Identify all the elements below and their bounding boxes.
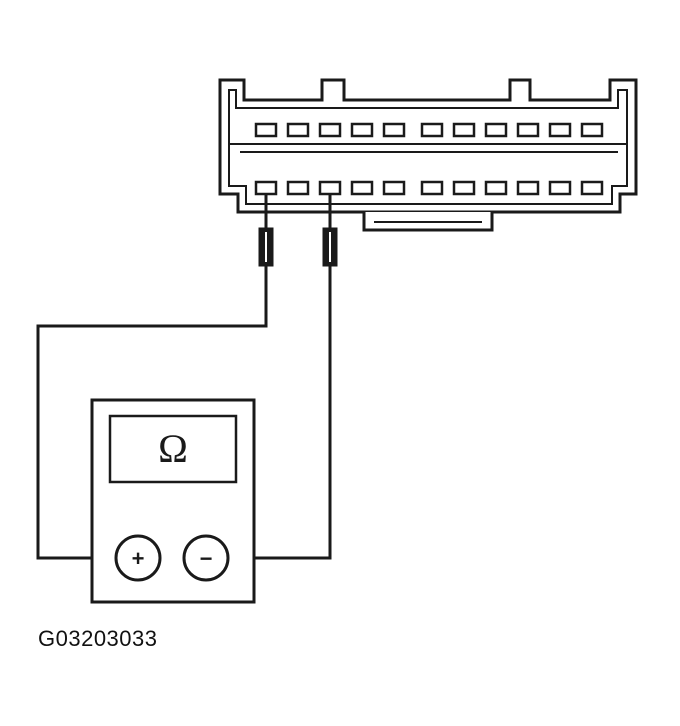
terminal-cavity <box>254 122 278 138</box>
negative-terminal-label: − <box>200 546 213 571</box>
terminal-cavity <box>350 180 374 196</box>
terminal-cavity <box>548 180 572 196</box>
wire-positive <box>36 266 268 560</box>
terminal-cavity <box>254 180 278 196</box>
terminal-cavity <box>382 180 406 196</box>
negative-terminal[interactable] <box>182 534 230 582</box>
terminal-cavity <box>382 122 406 138</box>
terminal-cavity <box>420 180 444 196</box>
bottom-row-cavities <box>254 180 604 196</box>
terminal-cavity <box>452 122 476 138</box>
positive-terminal-label: + <box>132 546 145 571</box>
terminal-cavity <box>516 122 540 138</box>
terminal-cavity <box>516 180 540 196</box>
meter-display <box>108 414 238 484</box>
connector-inner-outline <box>228 89 628 205</box>
terminal-cavity <box>452 180 476 196</box>
terminal-cavity <box>484 180 508 196</box>
terminal-cavity <box>286 180 310 196</box>
terminal-cavity <box>286 122 310 138</box>
wire-negative <box>232 266 332 560</box>
ohm-symbol: Ω <box>158 426 188 471</box>
top-row-cavities <box>254 122 604 138</box>
figure-id: G03203033 <box>38 626 158 651</box>
wires <box>36 266 332 560</box>
terminal-cavity <box>548 122 572 138</box>
terminal-cavity <box>580 180 604 196</box>
terminal-cavity <box>350 122 374 138</box>
terminal-cavity <box>420 122 444 138</box>
terminal-cavity <box>484 122 508 138</box>
terminal-cavity <box>318 122 342 138</box>
positive-terminal[interactable] <box>114 534 162 582</box>
probes <box>258 194 338 267</box>
connector <box>218 78 638 232</box>
terminal-cavity <box>318 180 342 196</box>
terminal-cavity <box>580 122 604 138</box>
multimeter: Ω + − <box>90 398 256 604</box>
